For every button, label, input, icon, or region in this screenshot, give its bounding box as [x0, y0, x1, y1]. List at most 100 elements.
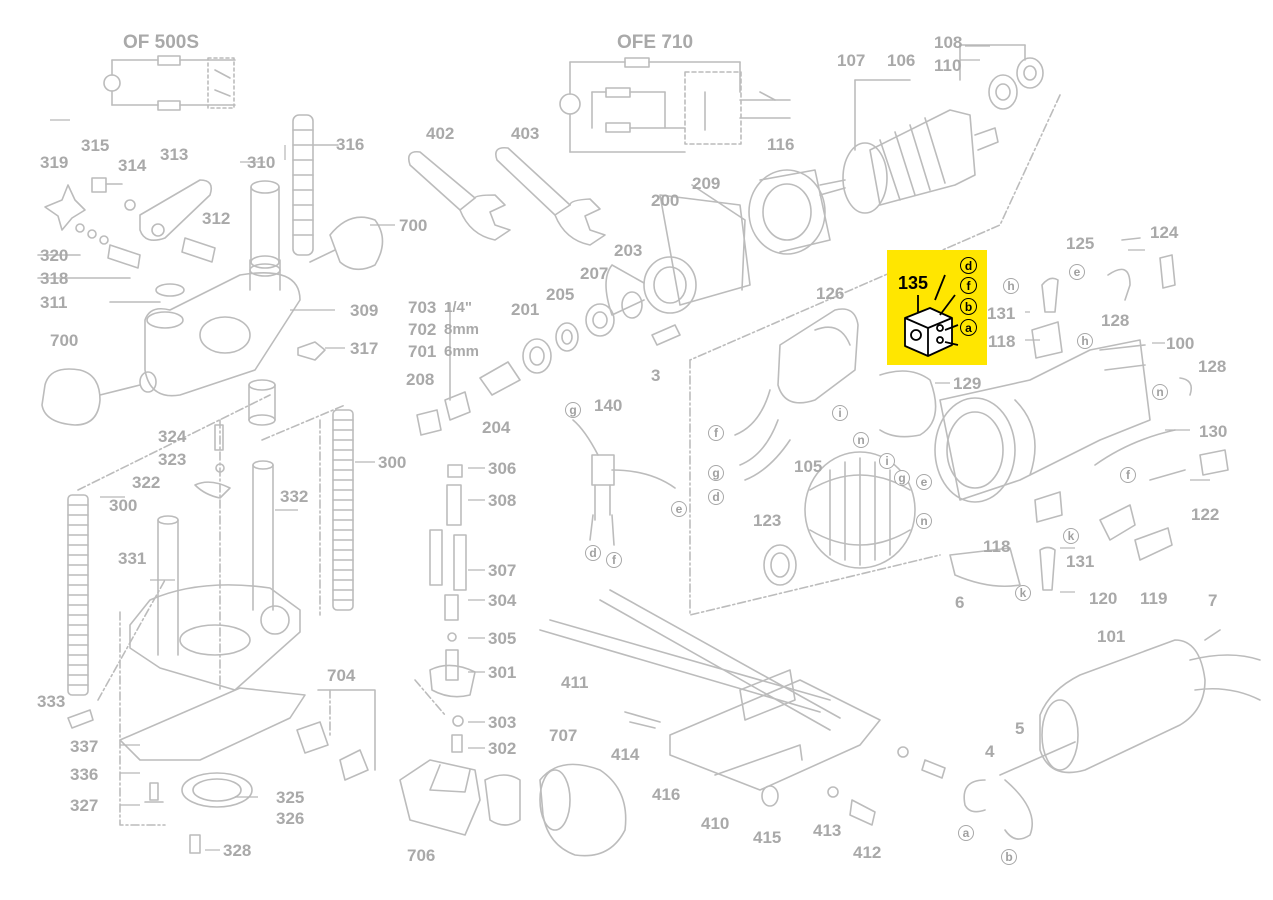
highlight-terminal-badge: b — [960, 298, 977, 315]
part-label: 702 — [408, 320, 437, 339]
part-label: 123 — [753, 511, 782, 530]
part-label: 5 — [1015, 719, 1025, 738]
terminal-badge: h — [1077, 333, 1093, 349]
terminal-badge: i — [879, 453, 895, 469]
terminal-badge: g — [708, 465, 724, 481]
terminal-badge: n — [853, 432, 869, 448]
part-label: 106 — [887, 51, 916, 70]
part-label: 306 — [488, 459, 517, 478]
part-label: 119 — [1140, 589, 1168, 608]
part-label: 304 — [488, 591, 517, 610]
part-label: 337 — [70, 737, 99, 756]
part-label: 326 — [276, 809, 305, 828]
part-label: 116 — [767, 135, 795, 154]
part-label: 131 — [1066, 552, 1095, 571]
part-label: 128 — [1198, 357, 1227, 376]
part-label: 324 — [158, 427, 187, 446]
terminal-badge: d — [708, 489, 724, 505]
part-label: 322 — [132, 473, 161, 492]
part-label: 122 — [1191, 505, 1220, 524]
part-label: 311 — [40, 293, 68, 312]
collet-size-label: 1/4" — [444, 299, 472, 316]
part-label: 412 — [853, 843, 882, 862]
spring-300-right — [332, 409, 354, 611]
part-label: 301 — [488, 663, 517, 682]
part-label: 331 — [118, 549, 147, 568]
part-label: 332 — [280, 487, 309, 506]
part-label: 402 — [426, 124, 455, 143]
part-label: 140 — [594, 396, 623, 415]
part-label: 124 — [1150, 223, 1179, 242]
part-label: 100 — [1166, 334, 1195, 353]
part-label: 105 — [794, 457, 823, 476]
part-label: 207 — [580, 264, 609, 283]
part-label: 410 — [701, 814, 730, 833]
terminal-badge: e — [916, 474, 932, 490]
part-label: 125 — [1066, 234, 1095, 253]
highlight-terminal-badge: f — [960, 277, 977, 294]
part-label: 333 — [37, 692, 66, 711]
part-label: 7 — [1208, 591, 1218, 610]
terminal-badge: a — [958, 825, 974, 841]
collet-size-label: 6mm — [444, 343, 480, 360]
part-label: 101 — [1097, 627, 1126, 646]
terminal-badge: f — [708, 425, 724, 441]
terminal-badge: g — [894, 470, 910, 486]
part-label: 312 — [202, 209, 231, 228]
part-label: 108 — [934, 33, 963, 52]
terminal-badge: f — [1120, 467, 1136, 483]
part-label: 707 — [549, 726, 578, 745]
part-label: 704 — [327, 666, 356, 685]
part-label: 110 — [934, 56, 962, 75]
part-label: 700 — [399, 216, 428, 235]
part-label: 131 — [987, 304, 1016, 323]
part-label: 200 — [651, 191, 680, 210]
part-label: 128 — [1101, 311, 1130, 330]
part-label: 300 — [378, 453, 407, 472]
part-label: 313 — [160, 145, 189, 164]
part-label: 323 — [158, 450, 187, 469]
part-label: 307 — [488, 561, 517, 580]
part-label: 320 — [40, 246, 69, 265]
part-label: 317 — [350, 339, 379, 358]
part-label: 314 — [118, 156, 147, 175]
ofe710-wiring-schematic — [559, 57, 791, 153]
part-label: 706 — [407, 846, 436, 865]
part-label: 208 — [406, 370, 435, 389]
terminal-badge: e — [671, 501, 687, 517]
terminal-badge: n — [916, 513, 932, 529]
part-label: 414 — [611, 745, 640, 764]
part-label: 204 — [482, 418, 511, 437]
part-label: 309 — [350, 301, 379, 320]
part-label: 415 — [753, 828, 782, 847]
collet-size-label: 8mm — [444, 321, 480, 338]
part-label: 336 — [70, 765, 99, 784]
part-label: 6 — [955, 593, 965, 612]
part-label: 318 — [40, 269, 69, 288]
of500s-wiring-schematic — [103, 55, 236, 111]
part-label: 413 — [813, 821, 842, 840]
part-label: 129 — [953, 374, 982, 393]
part-label: 327 — [70, 796, 99, 815]
part-label: 700 — [50, 331, 79, 350]
part-label: 302 — [488, 739, 517, 758]
part-label: 328 — [223, 841, 252, 860]
part-label: 300 — [109, 496, 138, 515]
highlight-terminal-badge: d — [960, 257, 977, 274]
part-label: 118 — [988, 332, 1016, 351]
part-label: 403 — [511, 124, 540, 143]
terminal-badge: h — [1003, 278, 1019, 294]
part-label: 416 — [652, 785, 681, 804]
part-label: 3 — [651, 366, 661, 385]
title-of500s: OF 500S — [123, 32, 200, 53]
part-label: 126 — [816, 284, 845, 303]
title-ofe710: OFE 710 — [617, 32, 694, 53]
spring-300-left — [67, 494, 89, 696]
part-label: 205 — [546, 285, 575, 304]
terminal-badge: k — [1015, 585, 1031, 601]
terminal-badge: e — [1069, 264, 1085, 280]
part-label: 308 — [488, 491, 517, 510]
part-label: 120 — [1089, 589, 1118, 608]
